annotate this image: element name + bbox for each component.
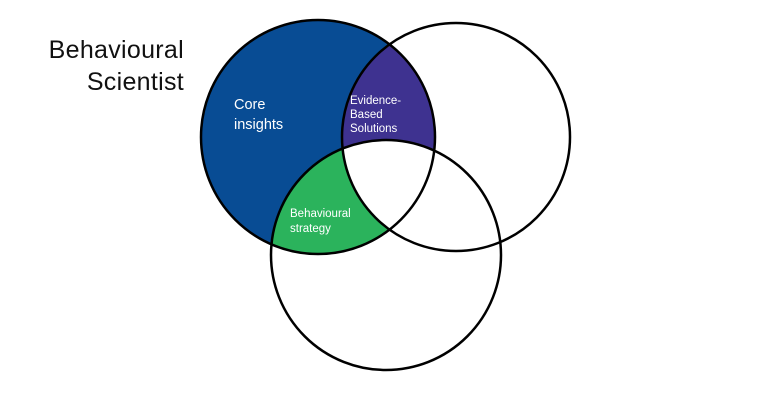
core-label-line-1: Core: [234, 97, 265, 113]
strategy-label-line-2: strategy: [290, 223, 331, 235]
title-line-1: Behavioural: [48, 36, 184, 64]
circle-c-outline: [269, 138, 503, 372]
evidence-label-line-1: Evidence-: [350, 95, 401, 107]
behavioural-strategy-region: [271, 140, 435, 254]
evidence-label-line-2: Based: [350, 109, 383, 121]
strategy-label-line-1: Behavioural: [290, 208, 351, 220]
core-label-line-2: insights: [234, 117, 283, 133]
diagram-title: Behavioural Scientist: [49, 34, 184, 98]
evidence-label-line-3: Solutions: [350, 123, 398, 135]
circle-a-outline: [199, 18, 437, 256]
circle-b-outline: [340, 21, 572, 253]
title-line-2: Scientist: [86, 68, 184, 96]
